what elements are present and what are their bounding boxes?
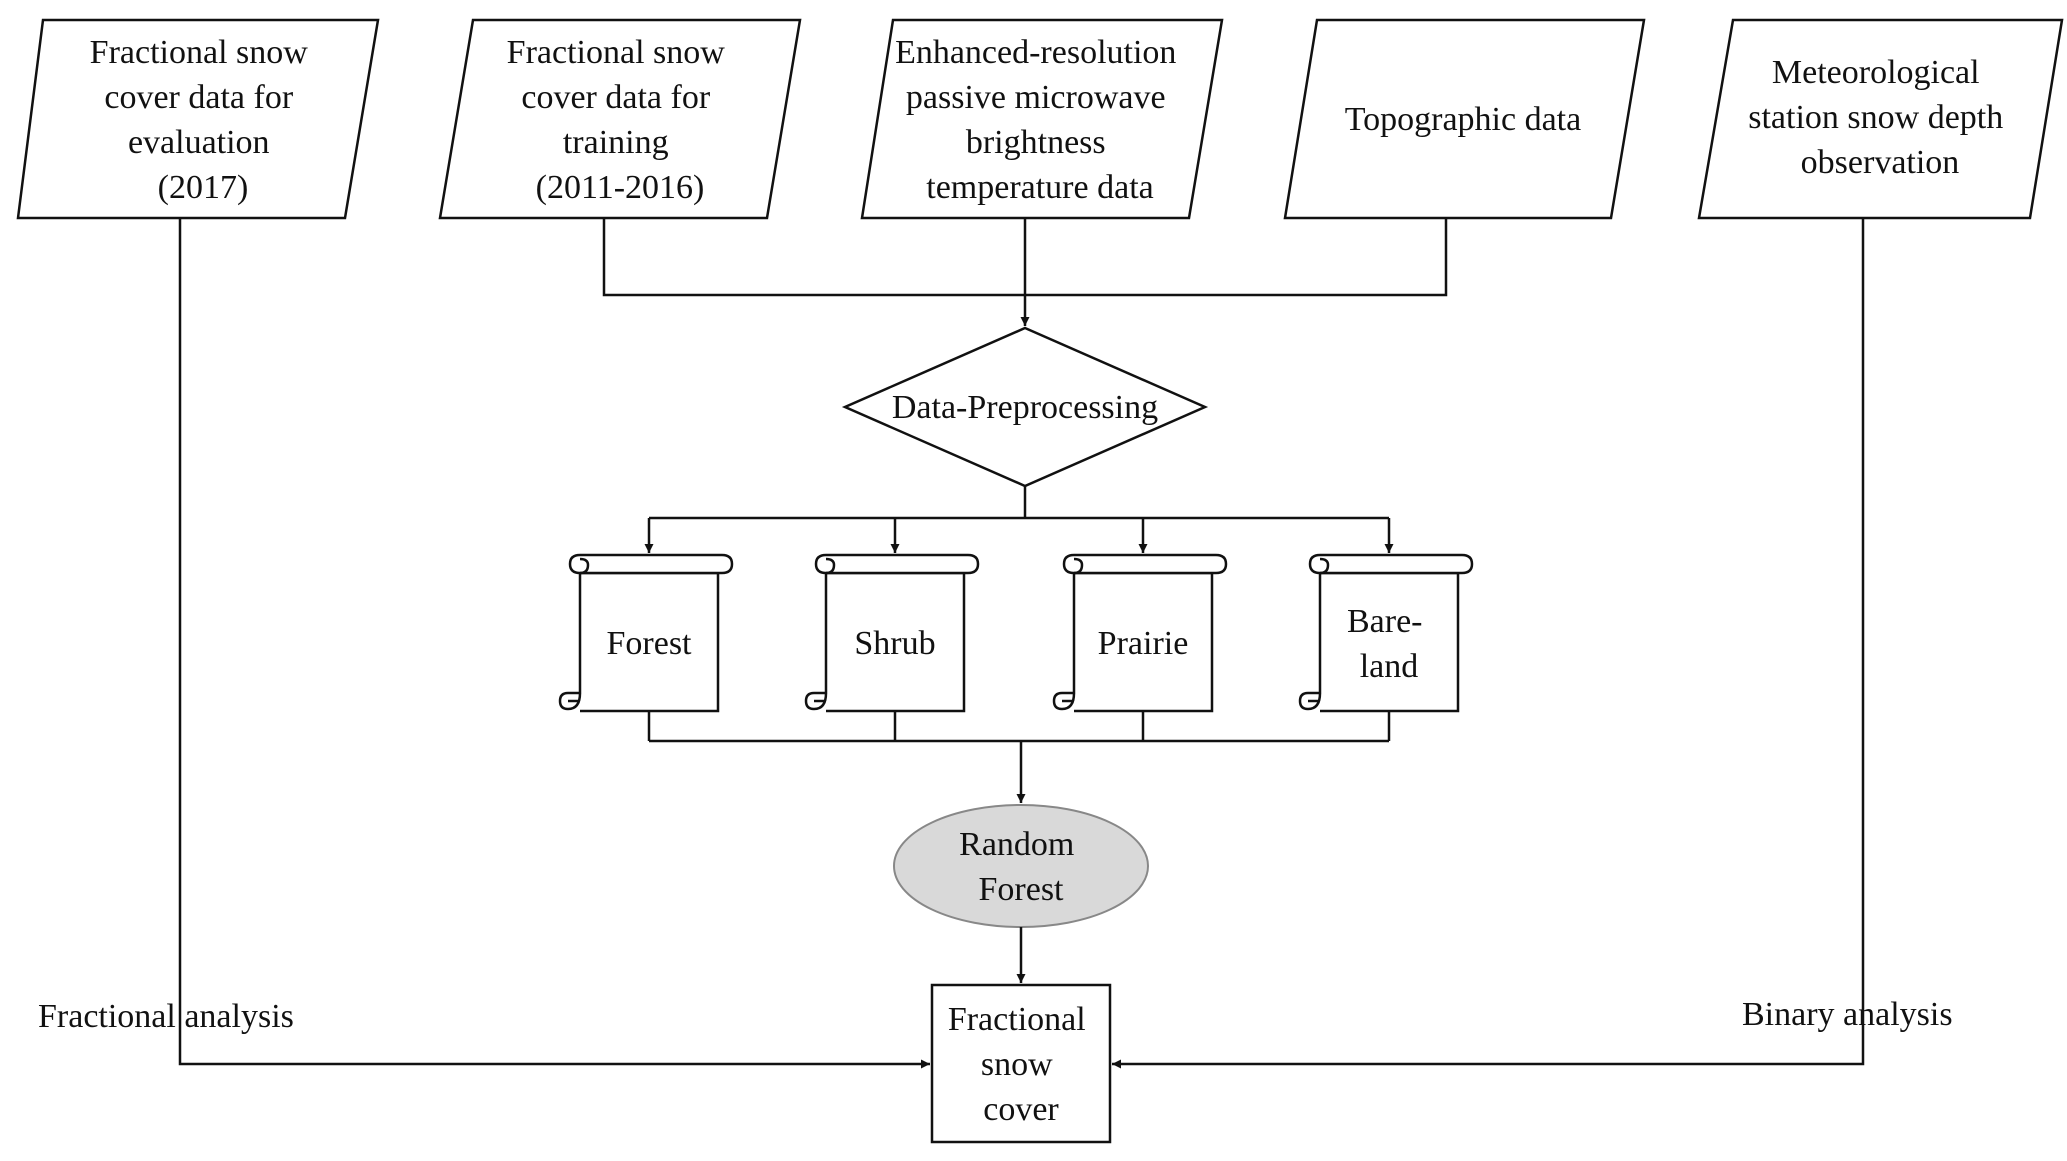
parallelogram-shape [1697, 18, 2064, 220]
model-node: Random Forest [893, 804, 1149, 928]
input-passive-microwave: Enhanced-resolution passive microwave br… [860, 18, 1224, 220]
text-line: snow [981, 1046, 1053, 1083]
text-line: Fractional [948, 1001, 1086, 1038]
text-line: Fractional snow [90, 34, 309, 71]
arrow-fractional-analysis [178, 218, 930, 1069]
parallelogram-shape [860, 18, 1224, 220]
connector-preprocessing-to-landcover [644, 486, 1394, 553]
text-line: Bare- [1347, 603, 1423, 640]
connector-landcover-to-model [647, 711, 1391, 803]
connector-inputs-to-preprocessing [602, 218, 1448, 326]
input-station-snow-depth-text: Meteorological station snow depth observ… [1748, 54, 2011, 181]
input-passive-microwave-text: Enhanced-resolution passive microwave br… [895, 34, 1185, 206]
input-fsc-evaluation-text: Fractional snow cover data for evaluatio… [90, 34, 317, 206]
text-line: Random [959, 826, 1074, 863]
text-line: Meteorological [1772, 54, 1980, 91]
input-topographic-text: Topographic data [1345, 101, 1581, 138]
text-line: land [1360, 648, 1419, 685]
preprocessing-label: Data-Preprocessing [892, 389, 1158, 426]
text-line: Forest [979, 871, 1065, 908]
landcover-prairie-text: Prairie [1098, 625, 1189, 662]
input-fsc-training: Fractional snow cover data for training … [438, 18, 802, 220]
text-line: cover [983, 1091, 1059, 1128]
text-line: training [563, 124, 669, 161]
text-line: Fractional snow [507, 34, 726, 71]
ellipse-shape [893, 804, 1149, 928]
text-line: Enhanced-resolution [895, 34, 1176, 71]
binary-analysis-flow: Binary analysis [1112, 218, 1953, 1069]
parallelogram-shape [16, 18, 380, 220]
parallelogram-shape [438, 18, 802, 220]
text-line: Topographic data [1345, 101, 1581, 138]
landcover-shrub-text: Shrub [854, 625, 935, 662]
fractional-analysis-flow: Fractional analysis [38, 218, 930, 1069]
model-label: Random Forest [959, 826, 1083, 908]
input-station-snow-depth: Meteorological station snow depth observ… [1697, 18, 2064, 220]
landcover-bareland-text: Bare- land [1347, 603, 1431, 685]
text-line: Shrub [854, 625, 935, 662]
text-line: Prairie [1098, 625, 1189, 662]
scroll-shape [804, 553, 980, 713]
output-node: Fractional snow cover [930, 983, 1112, 1144]
preprocessing-node: Data-Preprocessing [841, 326, 1209, 488]
text-line: (2017) [158, 169, 249, 206]
text-line: passive microwave [906, 79, 1166, 116]
parallelogram-shape [1283, 18, 1646, 220]
text-line: (2011-2016) [536, 169, 705, 206]
text-line: brightness [966, 124, 1106, 161]
text-line: Forest [607, 625, 693, 662]
rect-shape [930, 983, 1112, 1144]
fractional-analysis-label: Fractional analysis [38, 998, 294, 1035]
input-topographic: Topographic data [1283, 18, 1646, 220]
scroll-shape [1052, 553, 1228, 713]
text-line: evaluation [128, 124, 270, 161]
text-line: cover data for [104, 79, 293, 116]
landcover-forest: Forest [558, 553, 734, 713]
scroll-shape [1298, 553, 1474, 713]
binary-analysis-label: Binary analysis [1742, 996, 1953, 1033]
landcover-forest-text: Forest [607, 625, 693, 662]
text-line: observation [1801, 144, 1960, 181]
text-line: station snow depth [1748, 99, 2003, 136]
input-fsc-training-text: Fractional snow cover data for training … [507, 34, 734, 206]
input-fsc-evaluation: Fractional snow cover data for evaluatio… [16, 18, 380, 220]
landcover-bareland: Bare- land [1298, 553, 1474, 713]
landcover-prairie: Prairie [1052, 553, 1228, 713]
arrow-binary-analysis [1112, 218, 1865, 1069]
text-line: cover data for [521, 79, 710, 116]
text-line: temperature data [926, 169, 1153, 206]
output-label: Fractional snow cover [948, 1001, 1094, 1128]
landcover-shrub: Shrub [804, 553, 980, 713]
